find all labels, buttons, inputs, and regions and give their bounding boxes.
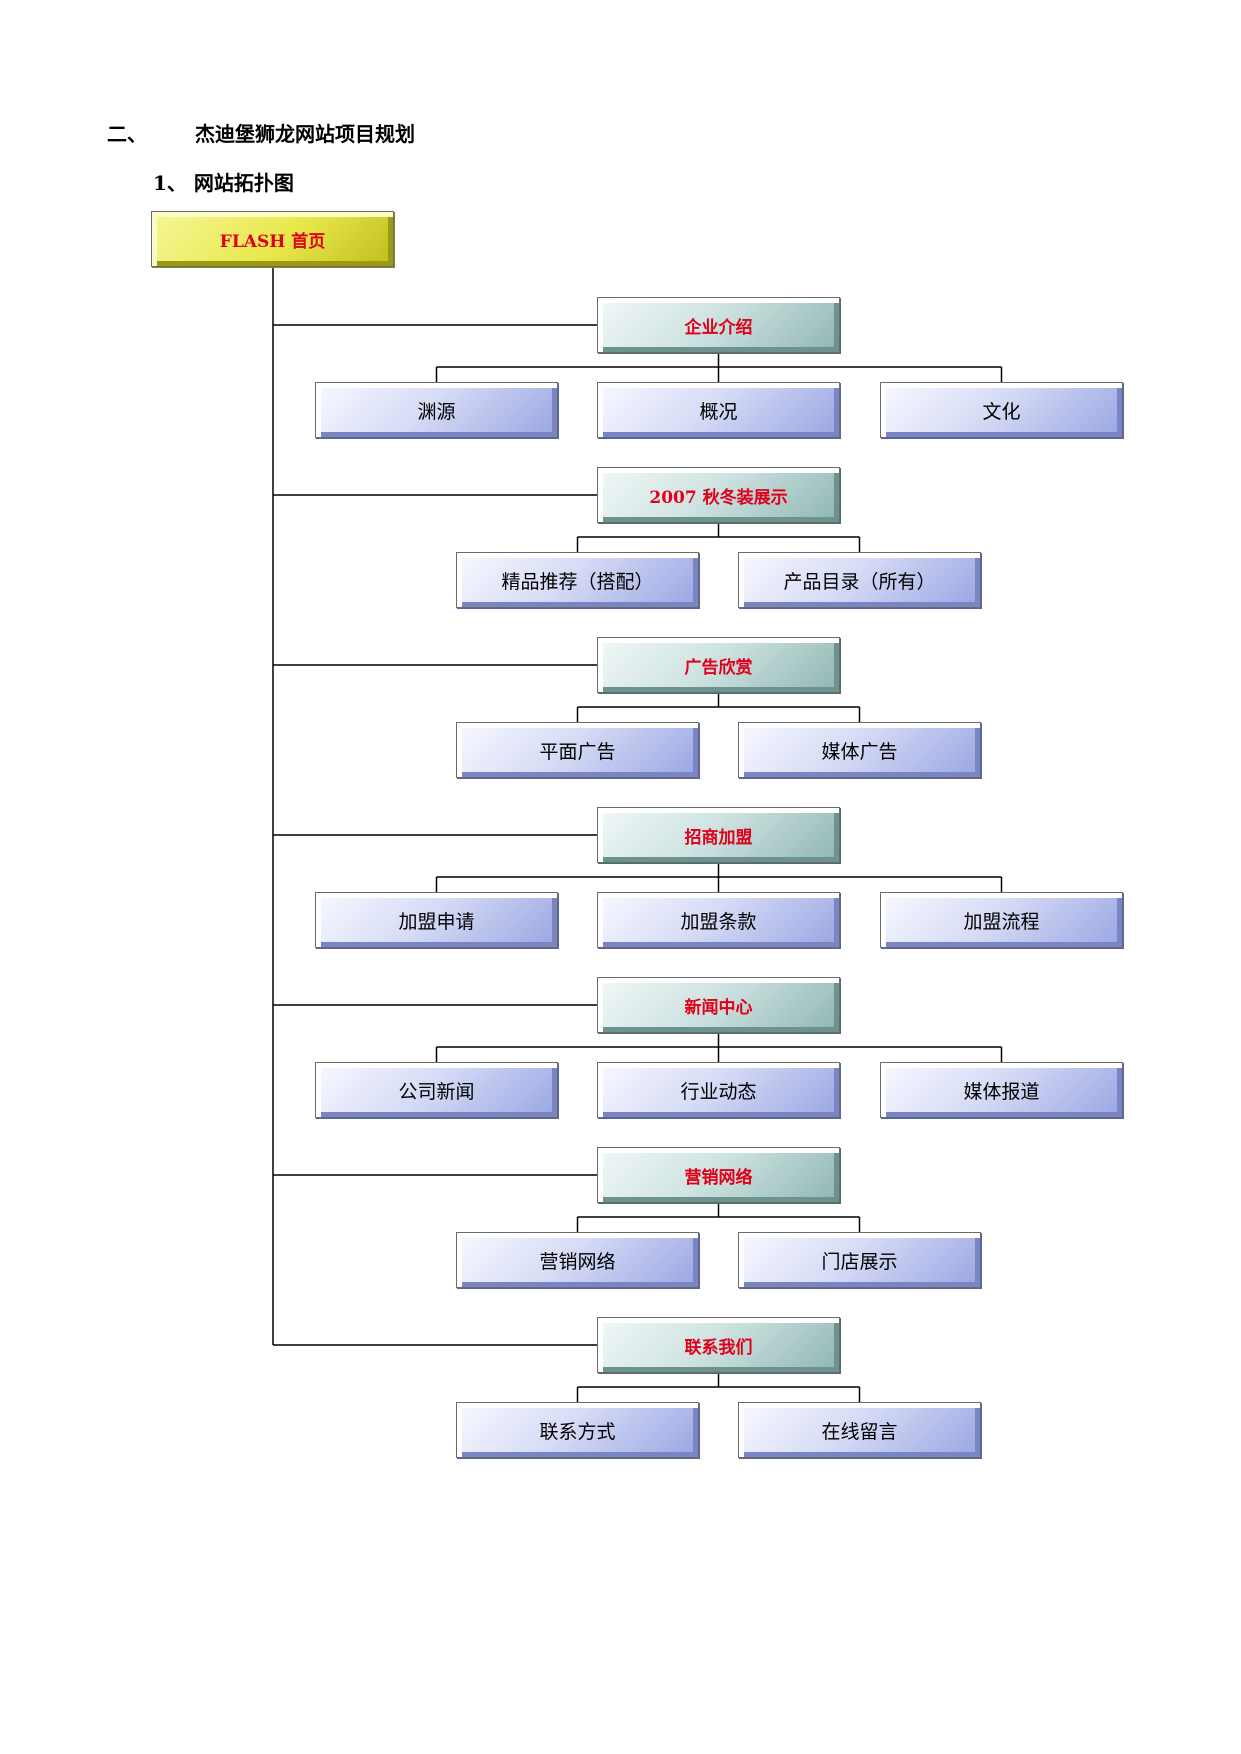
subsection-title: 1、 网站拓扑图 [153, 171, 294, 195]
leaf-node: 联系方式 [456, 1402, 699, 1458]
leaf-node: 加盟流程 [880, 892, 1123, 948]
leaf-node: 加盟条款 [597, 892, 840, 948]
leaf-node: 媒体报道 [880, 1062, 1123, 1118]
leaf-node: 渊源 [315, 382, 558, 438]
category-node: 新闻中心 [597, 977, 840, 1033]
leaf-node: 概况 [597, 382, 840, 438]
category-node: 广告欣赏 [597, 637, 840, 693]
leaf-node: 营销网络 [456, 1232, 699, 1288]
leaf-node: 产品目录（所有） [738, 552, 981, 608]
category-node: 联系我们 [597, 1317, 840, 1373]
root-node-flash-home: FLASH 首页 [151, 211, 394, 267]
leaf-node: 平面广告 [456, 722, 699, 778]
leaf-node: 在线留言 [738, 1402, 981, 1458]
leaf-node: 加盟申请 [315, 892, 558, 948]
category-node: 2007 秋冬装展示 [597, 467, 840, 523]
section-number: 二、 [107, 122, 147, 146]
leaf-node: 行业动态 [597, 1062, 840, 1118]
leaf-node: 精品推荐（搭配） [456, 552, 699, 608]
leaf-node: 文化 [880, 382, 1123, 438]
category-node: 企业介绍 [597, 297, 840, 353]
leaf-node: 媒体广告 [738, 722, 981, 778]
section-title: 杰迪堡狮龙网站项目规划 [195, 122, 415, 146]
category-node: 营销网络 [597, 1147, 840, 1203]
leaf-node: 公司新闻 [315, 1062, 558, 1118]
leaf-node: 门店展示 [738, 1232, 981, 1288]
category-node: 招商加盟 [597, 807, 840, 863]
